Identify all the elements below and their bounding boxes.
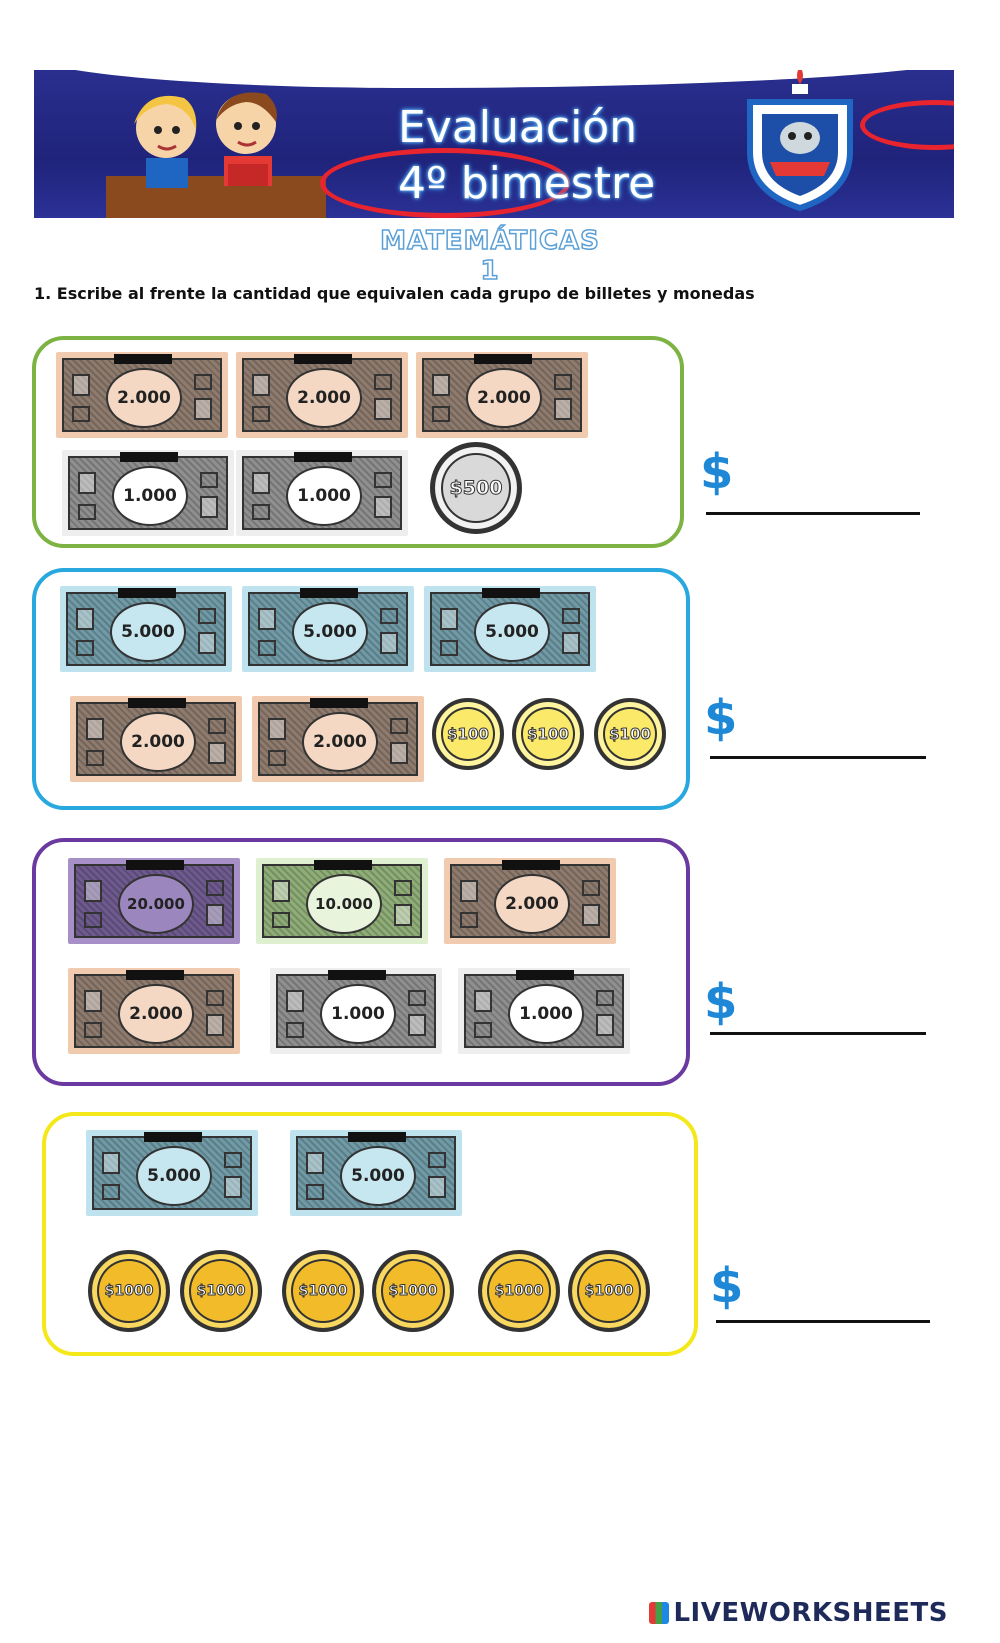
- coin: $1000: [568, 1250, 650, 1332]
- coin: $1000: [282, 1250, 364, 1332]
- coin-value: $500: [449, 477, 503, 500]
- money-group-1: [32, 336, 684, 548]
- money-group-2: [32, 568, 690, 810]
- banknote-value: 10.000: [306, 874, 382, 934]
- coin: $1000: [478, 1250, 560, 1332]
- banknote: 5.000: [290, 1130, 462, 1216]
- subject-heading: MATEMÁTICAS 1: [379, 225, 600, 287]
- banknote: 2.000: [56, 352, 228, 438]
- banknote: 1.000: [270, 968, 442, 1054]
- money-group-3: [32, 838, 690, 1086]
- banknote: 2.000: [236, 352, 408, 438]
- banknote-value: 2.000: [286, 368, 362, 428]
- coin-value: $1000: [104, 1283, 154, 1300]
- coin-value: $100: [527, 725, 570, 744]
- banknote-value: 2.000: [494, 874, 570, 934]
- banknote-value: 1.000: [286, 466, 362, 526]
- banknote-value: 5.000: [340, 1146, 416, 1206]
- banknote-value: 5.000: [110, 602, 186, 662]
- banknote: 5.000: [242, 586, 414, 672]
- banknote: 5.000: [424, 586, 596, 672]
- answer-line-4[interactable]: [716, 1292, 934, 1323]
- coin: $100: [512, 698, 584, 770]
- coin: $1000: [372, 1250, 454, 1332]
- banknote: 10.000: [256, 858, 428, 944]
- liveworksheets-logo-icon: [649, 1602, 670, 1624]
- answer-line-2[interactable]: [710, 728, 930, 759]
- banknote-value: 2.000: [106, 368, 182, 428]
- banknote-value: 5.000: [292, 602, 368, 662]
- coin: $100: [594, 698, 666, 770]
- banknote-value: 20.000: [118, 874, 194, 934]
- coin: $500: [430, 442, 522, 534]
- banknote: 2.000: [444, 858, 616, 944]
- coin: $100: [432, 698, 504, 770]
- banknote: 1.000: [62, 450, 234, 536]
- banknote: 1.000: [236, 450, 408, 536]
- banknote-value: 2.000: [120, 712, 196, 772]
- instruction-text: 1. Escribe al frente la cantidad que equ…: [34, 284, 755, 303]
- banknote-value: 2.000: [302, 712, 378, 772]
- money-group-4: [42, 1112, 698, 1356]
- coin-value: $1000: [584, 1283, 634, 1300]
- banner-decor-ring: [860, 100, 954, 150]
- school-crest-icon: [747, 70, 853, 212]
- banknote-value: 5.000: [136, 1146, 212, 1206]
- coin-value: $100: [447, 725, 490, 744]
- coin-value: $1000: [298, 1283, 348, 1300]
- banknote-value: 2.000: [118, 984, 194, 1044]
- answer-line-1[interactable]: [706, 484, 924, 515]
- answer-input-1[interactable]: [706, 484, 924, 511]
- banknote-value: 1.000: [508, 984, 584, 1044]
- answer-input-2[interactable]: [710, 728, 930, 755]
- banner-decor-ring: [320, 148, 570, 218]
- answer-input-4[interactable]: [716, 1292, 934, 1319]
- banknote: 2.000: [70, 696, 242, 782]
- coin-value: $1000: [196, 1283, 246, 1300]
- banknote: 20.000: [68, 858, 240, 944]
- coin: $1000: [180, 1250, 262, 1332]
- footer-brand-text: LIVEWORKSHEETS: [673, 1598, 948, 1628]
- children-reading-illustration: [106, 92, 326, 218]
- banknote: 5.000: [60, 586, 232, 672]
- answer-input-3[interactable]: [710, 1004, 930, 1031]
- banknote-value: 1.000: [112, 466, 188, 526]
- page-subtitle: 4º bimestre: [398, 158, 656, 209]
- banknote-value: 5.000: [474, 602, 550, 662]
- banknote: 1.000: [458, 968, 630, 1054]
- coin-value: $1000: [388, 1283, 438, 1300]
- coin: $1000: [88, 1250, 170, 1332]
- banknote-value: 2.000: [466, 368, 542, 428]
- coin-value: $1000: [494, 1283, 544, 1300]
- banknote: 2.000: [252, 696, 424, 782]
- banknote-value: 1.000: [320, 984, 396, 1044]
- footer-brand: LIVEWORKSHEETS: [649, 1598, 948, 1628]
- coin-value: $100: [609, 725, 652, 744]
- answer-line-3[interactable]: [710, 1004, 930, 1035]
- banknote: 5.000: [86, 1130, 258, 1216]
- banknote: 2.000: [68, 968, 240, 1054]
- header-banner: Evaluación 4º bimestre: [34, 70, 954, 218]
- banknote: 2.000: [416, 352, 588, 438]
- page-title: Evaluación: [398, 102, 638, 153]
